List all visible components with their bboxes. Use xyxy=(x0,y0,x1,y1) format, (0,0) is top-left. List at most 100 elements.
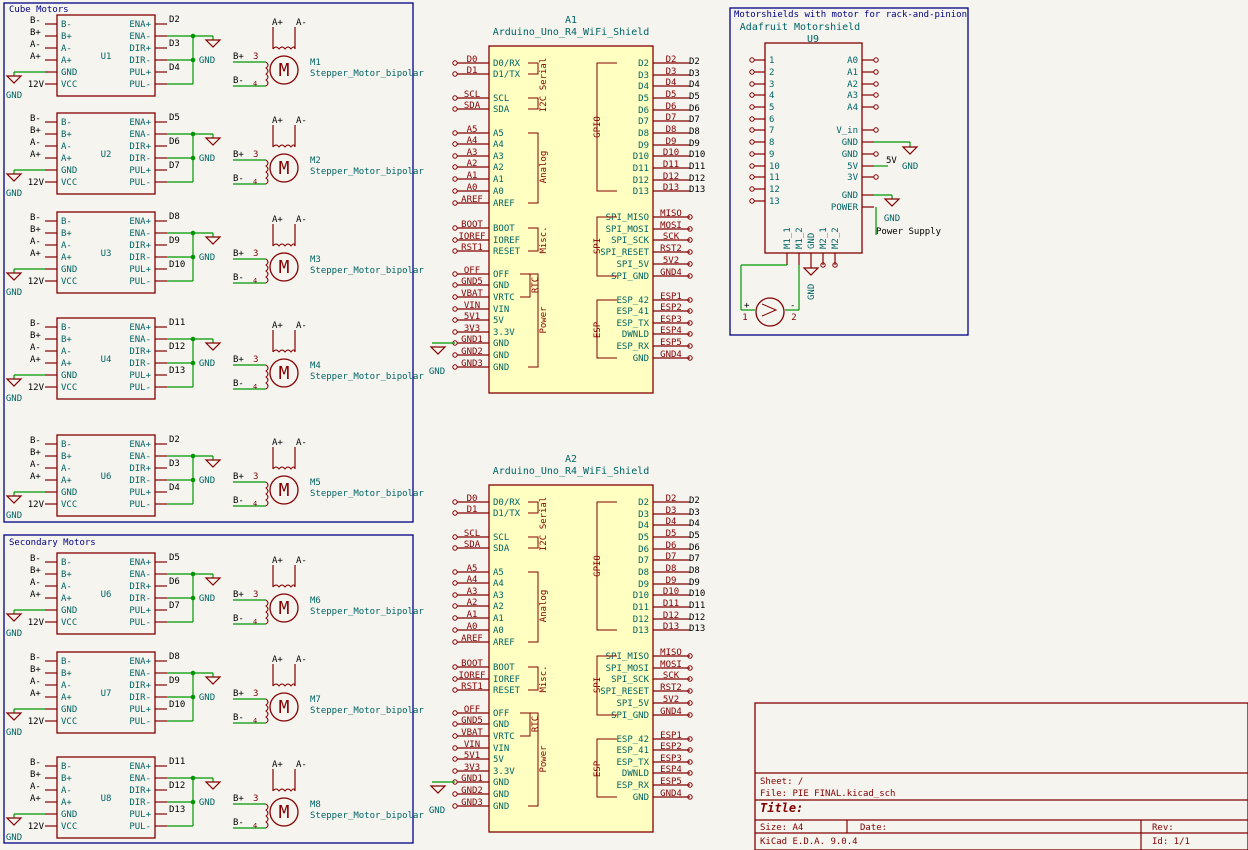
driver-pin-right: ENA+ xyxy=(129,323,151,333)
pin-terminal-icon xyxy=(452,200,458,206)
arduino-pin-left: A2 xyxy=(493,163,504,173)
motor-coil-b xyxy=(265,803,269,829)
junction-dot xyxy=(190,775,196,781)
driver-pin-right: ENA+ xyxy=(129,217,151,227)
pin-terminal-icon xyxy=(687,308,693,314)
driver-pin-right: PUL+ xyxy=(129,265,151,275)
shield-pin-right: A0 xyxy=(847,56,858,66)
driver-net-left: B- xyxy=(30,213,41,223)
motor-net-bplus: B+ xyxy=(233,52,244,62)
driver-pin-left: VCC xyxy=(61,822,77,832)
driver-net-label: D5 xyxy=(169,113,180,123)
driver-pin-right: DIR+ xyxy=(129,44,151,54)
motor-pin-number: 3 xyxy=(253,472,258,482)
arduino-pin-right: SPI_MOSI xyxy=(606,225,649,235)
motor-ref: M3 xyxy=(310,255,321,265)
driver-net-label: D13 xyxy=(169,805,185,815)
group-bracket xyxy=(528,62,539,75)
driver-net-left: B- xyxy=(30,436,41,446)
arduino-pin-right: SPI_RESET xyxy=(600,248,649,258)
driver-net-left: B+ xyxy=(30,770,41,780)
arduino-net-left: VBAT xyxy=(461,289,483,299)
driver-pin-right: DIR+ xyxy=(129,681,151,691)
group-bracket xyxy=(520,273,531,298)
arduino-pin-left: GND xyxy=(493,281,509,291)
motor-net-bminus: B- xyxy=(233,76,244,86)
arduino-pin-right: D9 xyxy=(638,580,649,590)
driver-pin-left: B+ xyxy=(61,452,72,462)
motor-ref: M6 xyxy=(310,596,321,606)
shield-pin-right: A1 xyxy=(847,68,858,78)
motor-pin-2: 2 xyxy=(791,313,796,323)
frame-motorshield xyxy=(729,7,969,336)
net-label: D2 xyxy=(689,496,700,506)
dc-motor-symbol xyxy=(761,303,778,317)
arduino-net-right: MOSI xyxy=(660,660,682,670)
arduino-net-right: D2 xyxy=(666,55,677,65)
gnd-label: GND xyxy=(6,629,22,639)
arduino-pin-right: ESP_RX xyxy=(616,781,649,791)
pin-terminal-icon xyxy=(452,317,458,323)
group-label: SPI xyxy=(593,238,603,254)
power-supply-label: Power Supply xyxy=(876,227,942,237)
group-bracket xyxy=(528,571,539,643)
motor-net-bminus: B- xyxy=(233,496,244,506)
arduino-net-left: GND2 xyxy=(461,347,483,357)
driver-pin-right: DIR+ xyxy=(129,582,151,592)
gnd-label: GND xyxy=(199,154,215,164)
pin-terminal-icon xyxy=(749,69,755,75)
driver-pin-right: ENA- xyxy=(129,335,151,345)
driver-pin-left: VCC xyxy=(61,277,77,287)
motor-net-aplus: A+ xyxy=(272,18,283,28)
motor-letter: M xyxy=(279,60,290,81)
ground-symbol-icon xyxy=(204,781,222,790)
junction-dot xyxy=(190,33,196,39)
driver-net-left: B+ xyxy=(30,331,41,341)
driver-ref: U1 xyxy=(101,52,112,62)
motor-net-aminus: A- xyxy=(296,760,307,770)
driver-pin-right: ENA+ xyxy=(129,20,151,30)
pin-terminal-icon xyxy=(873,57,879,63)
driver-U4-body xyxy=(56,317,156,400)
net-label: D6 xyxy=(689,543,700,553)
pin-terminal-icon xyxy=(687,343,693,349)
driver-pin-right: ENA- xyxy=(129,669,151,679)
motor-ref: M1 xyxy=(310,58,321,68)
pin-terminal-icon xyxy=(687,712,693,718)
driver-pin-right: DIR- xyxy=(129,594,151,604)
arduino-net-right: ESP2 xyxy=(660,303,682,313)
group-bracket xyxy=(596,216,617,277)
arduino-net-left: A0 xyxy=(467,622,478,632)
net-label: D4 xyxy=(689,80,700,90)
group-bracket xyxy=(596,655,617,716)
driver-net-left: A+ xyxy=(30,355,41,365)
motor-net-aplus: A+ xyxy=(272,215,283,225)
driver-net-left: A- xyxy=(30,677,41,687)
arduino-net-right: RST2 xyxy=(660,244,682,254)
driver-pin-left: GND xyxy=(61,166,77,176)
arduino-pin-right: D5 xyxy=(638,533,649,543)
motor-pin-number: 3 xyxy=(253,794,258,804)
driver-pin-left: A- xyxy=(61,142,72,152)
driver-net-left: A+ xyxy=(30,472,41,482)
driver-net-left: A+ xyxy=(30,689,41,699)
shield-pin-right: 5V xyxy=(847,162,858,172)
driver-pin-left: A+ xyxy=(61,594,72,604)
arduino-net-right: D12 xyxy=(663,611,679,621)
motor-net-bplus: B+ xyxy=(233,590,244,600)
group-label: Analog xyxy=(539,151,549,184)
arduino-net-left: D1 xyxy=(467,505,478,515)
arduino-net-left: GND2 xyxy=(461,786,483,796)
arduino-pin-right: D10 xyxy=(633,152,649,162)
motor-ref: M7 xyxy=(310,695,321,705)
driver-pin-left: B+ xyxy=(61,130,72,140)
pin-terminal-icon xyxy=(749,139,755,145)
pin-terminal-icon xyxy=(687,331,693,337)
gnd-label: GND xyxy=(6,511,22,521)
arduino-pin-right: D2 xyxy=(638,498,649,508)
supply-label-12v: 12V xyxy=(28,383,45,393)
pin-terminal-icon xyxy=(452,176,458,182)
arduino-pin-left: D0/RX xyxy=(493,59,521,69)
arduino-pin-right: ESP_TX xyxy=(616,319,649,329)
